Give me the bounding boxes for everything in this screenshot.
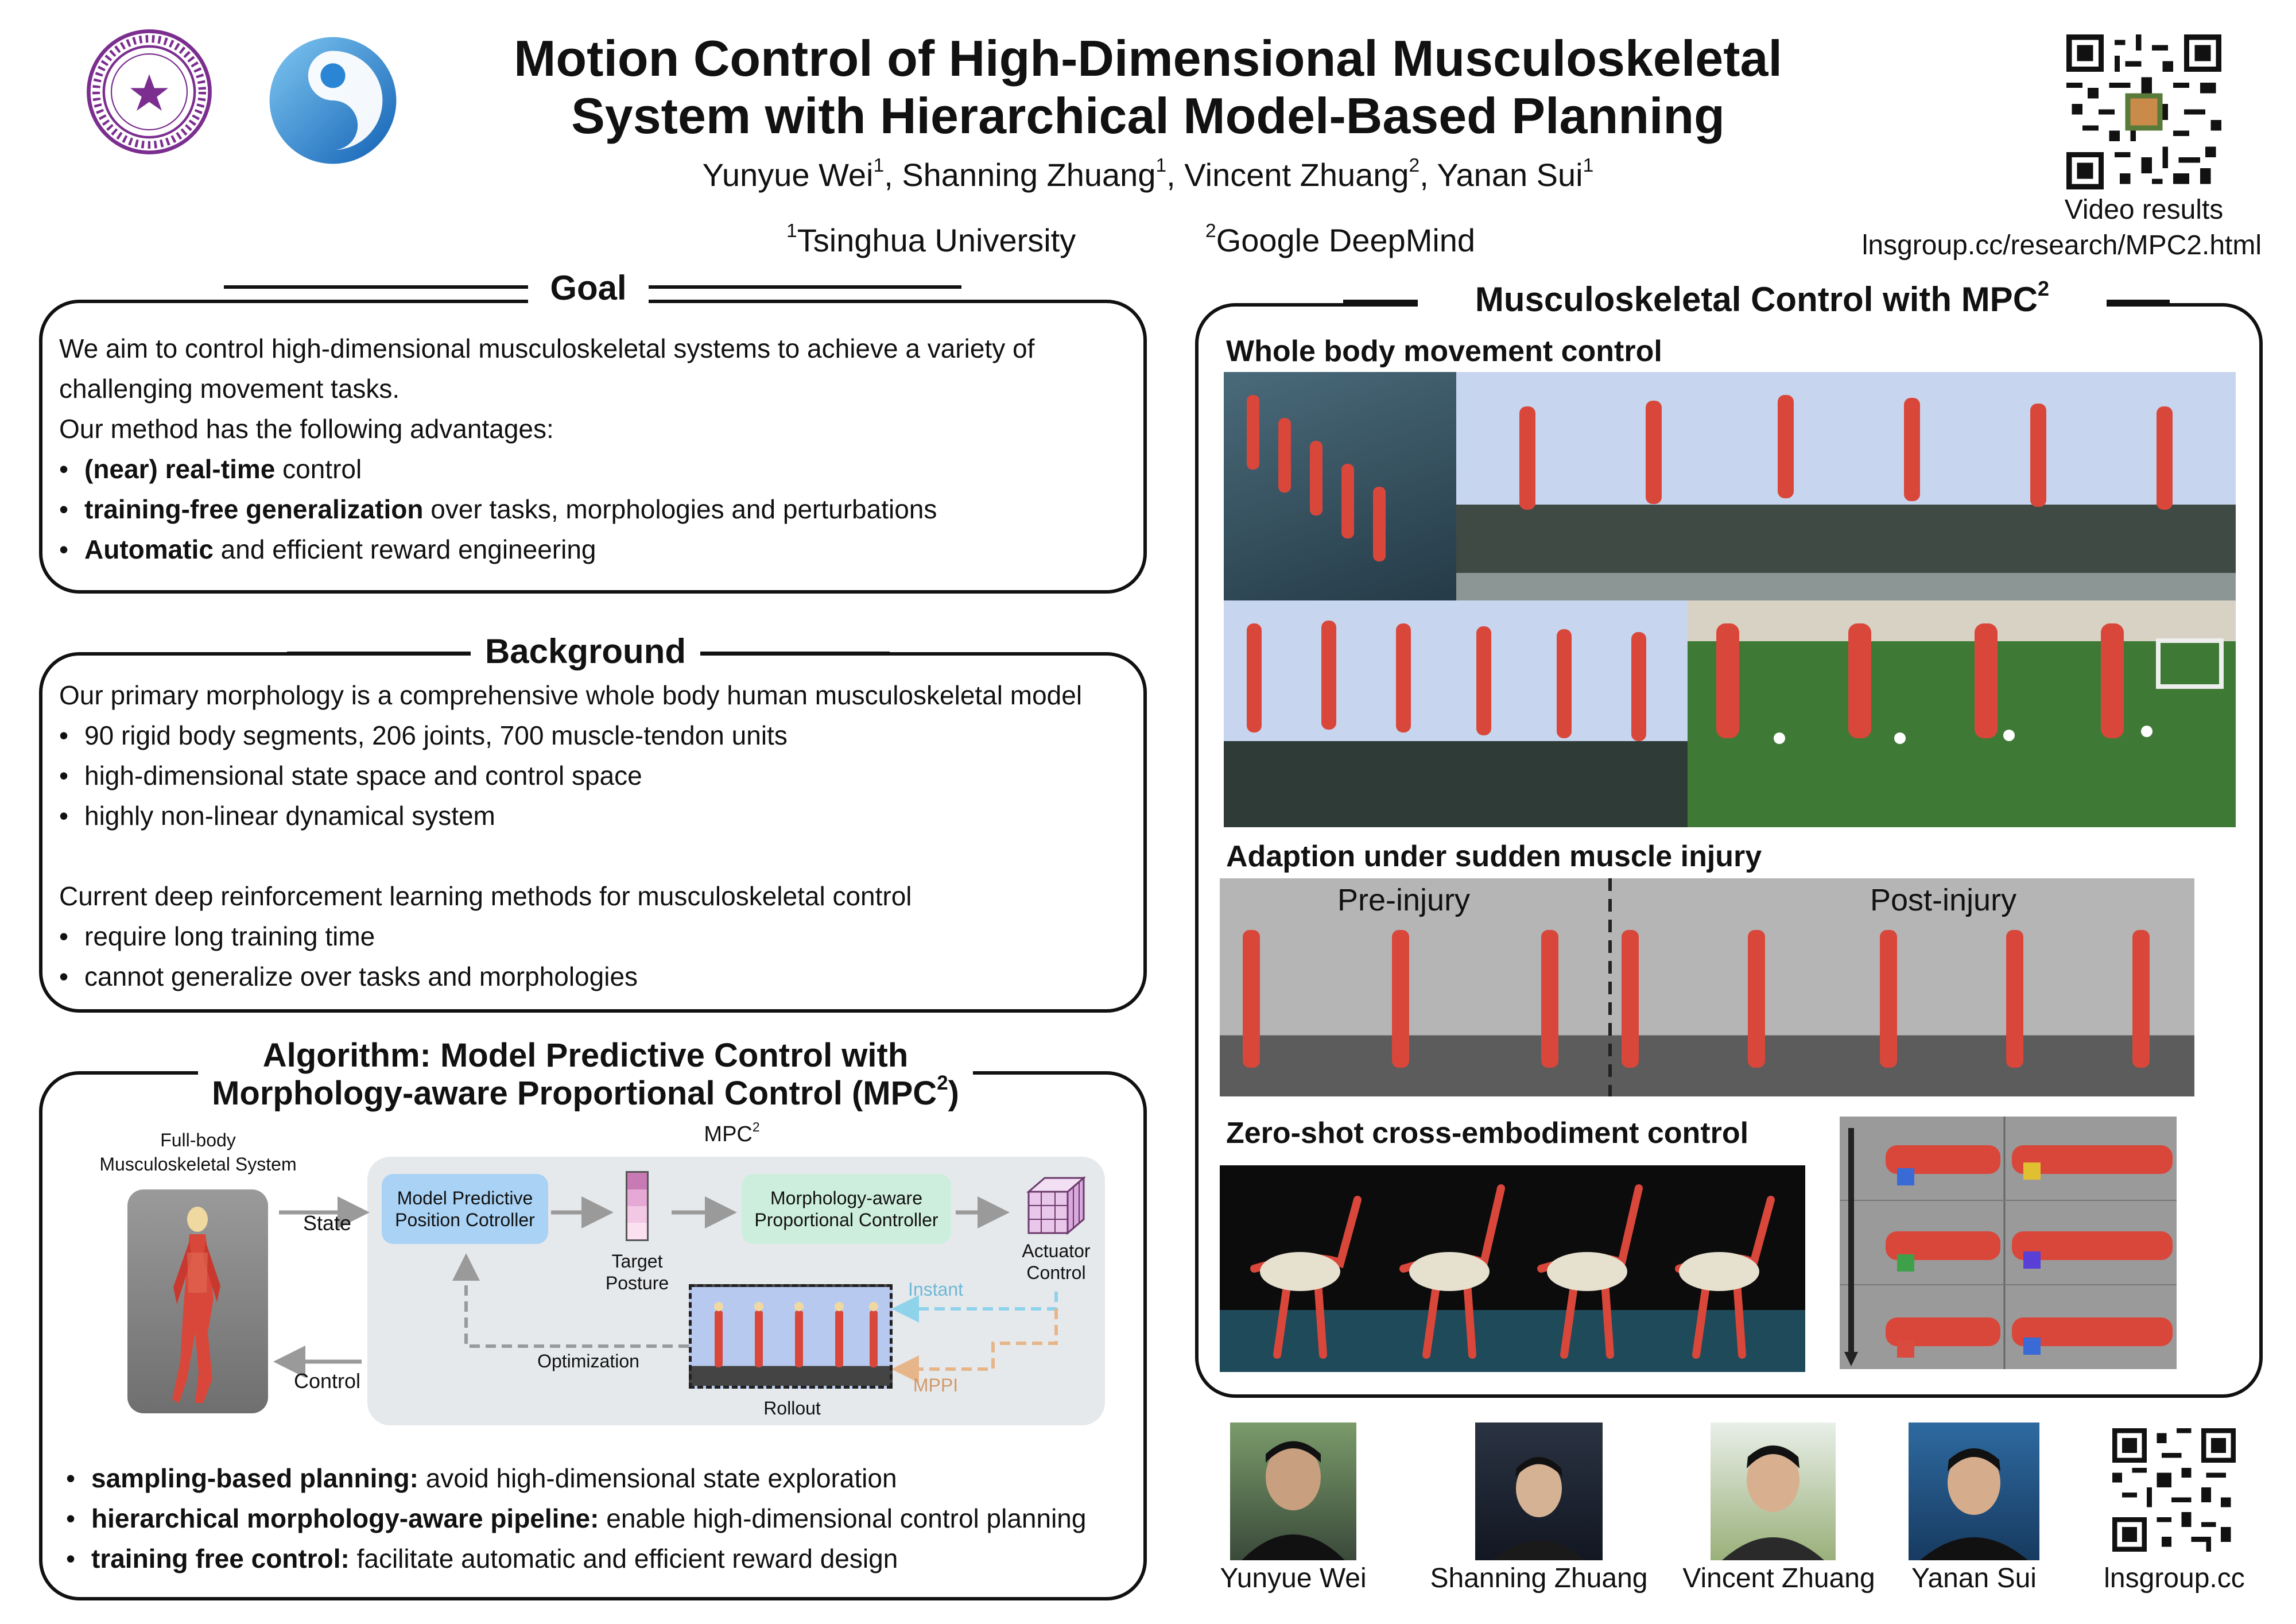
diagram-control-label: Control [293, 1369, 361, 1393]
rollout-image [689, 1284, 893, 1389]
diagram-optimization-label: Optimization [537, 1351, 639, 1371]
goal-title-rule-left [224, 285, 528, 289]
goal-bullet: •(near) real-time control [59, 454, 362, 484]
diagram-target-posture-label: Target Posture [605, 1251, 669, 1293]
goal-title-rule-right [649, 285, 961, 289]
background-bullet: •require long training time [59, 921, 375, 951]
background-title: Background [471, 632, 700, 671]
goal-title: Goal [528, 269, 649, 308]
diagram-system-image [127, 1189, 268, 1413]
soccer-kick-image [1688, 600, 2236, 827]
results-title-rule-right [2107, 300, 2170, 303]
background-text: Our primary morphology is a comprehensiv… [59, 675, 1138, 997]
slope-walk-image [1456, 372, 2236, 600]
lab-url-link[interactable]: lnsgroup.cc [2104, 1563, 2245, 1594]
ostrich-image [1220, 1165, 1805, 1372]
actuator-cube-icon [1026, 1176, 1087, 1235]
lab-qr-code[interactable] [2112, 1428, 2236, 1552]
diagram-rollout-label: Rollout [763, 1398, 821, 1418]
pre-injury-label: Pre-injury [1337, 883, 1471, 917]
avatar-yunyue-wei [1230, 1423, 1356, 1560]
background-bullet: •high-dimensional state space and contro… [59, 761, 642, 790]
goal-text: We aim to control high-dimensional muscu… [59, 328, 1138, 569]
author-list: Yunyue Wei1, Shanning Zhuang1, Vincent Z… [702, 154, 1594, 193]
video-qr-code[interactable] [2066, 34, 2221, 189]
diagram-arrows [273, 1196, 1058, 1383]
diagram-system-label: Full-body Musculoskeletal System [99, 1130, 297, 1175]
post-injury-label: Post-injury [1870, 883, 2017, 917]
avatar-vincent-zhuang [1711, 1423, 1836, 1560]
person-name: Yanan Sui [1911, 1563, 2037, 1594]
ridge-walk-image [1224, 600, 1688, 827]
diagram-mpc2-label: MPC2 [704, 1119, 760, 1146]
results-title-rule-left [1343, 300, 1418, 303]
poster-title: Motion Control of High-Dimensional Muscu… [514, 30, 1782, 144]
video-url-link[interactable]: lnsgroup.cc/research/MPC2.html [1861, 230, 2262, 261]
diagram-mppi-label: MPPI [913, 1375, 959, 1396]
diagram-instant-label: Instant [907, 1279, 964, 1300]
algorithm-title-backdrop [198, 1033, 973, 1114]
video-results-caption: Video results [2064, 195, 2224, 225]
algorithm-bullet: •sampling-based planning: avoid high-dim… [66, 1463, 897, 1493]
injury-heading: Adaption under sudden muscle injury [1226, 840, 1762, 873]
muscle-injury-image [1220, 878, 2194, 1096]
algorithm-title: Algorithm: Model Predictive Control with… [212, 1037, 959, 1112]
person-name: Shanning Zhuang [1430, 1563, 1648, 1594]
stairs-terrain-image [1224, 372, 1456, 600]
goal-panel [39, 300, 1147, 594]
background-bullet: •cannot generalize over tasks and morpho… [59, 962, 638, 991]
background-panel [39, 652, 1147, 1013]
hand-cube-image [1840, 1117, 2177, 1369]
affiliation-deepmind: 2Google DeepMind [1205, 220, 1476, 258]
target-posture-vector [626, 1171, 649, 1241]
algorithm-bullet: •hierarchical morphology-aware pipeline:… [66, 1503, 1087, 1533]
whole-body-heading: Whole body movement control [1226, 335, 1662, 368]
algorithm-bullet: •training free control: facilitate autom… [66, 1544, 898, 1573]
diagram-actuator-label: Actuator Control [1022, 1241, 1091, 1283]
lab-swirl-logo [269, 37, 397, 164]
goal-bullet: •Automatic and efficient reward engineer… [59, 534, 596, 564]
background-bullet: •highly non-linear dynamical system [59, 801, 495, 831]
algorithm-bullets: •sampling-based planning: avoid high-dim… [66, 1458, 1145, 1579]
results-title: Musculoskeletal Control with MPC2 [1418, 278, 2107, 319]
avatar-shanning-zhuang [1475, 1423, 1603, 1560]
affiliation-tsinghua: 1Tsinghua University [786, 220, 1076, 258]
person-name: Vincent Zhuang [1682, 1563, 1875, 1594]
avatar-yanan-sui [1909, 1423, 2039, 1560]
diagram-state-label: State [302, 1211, 352, 1235]
background-bullet: •90 rigid body segments, 206 joints, 700… [59, 720, 788, 750]
goal-bullet: •training-free generalization over tasks… [59, 494, 937, 524]
person-name: Yunyue Wei [1220, 1563, 1367, 1594]
cross-embodiment-heading: Zero-shot cross-embodiment control [1226, 1117, 1749, 1150]
tsinghua-seal-logo [87, 29, 212, 154]
